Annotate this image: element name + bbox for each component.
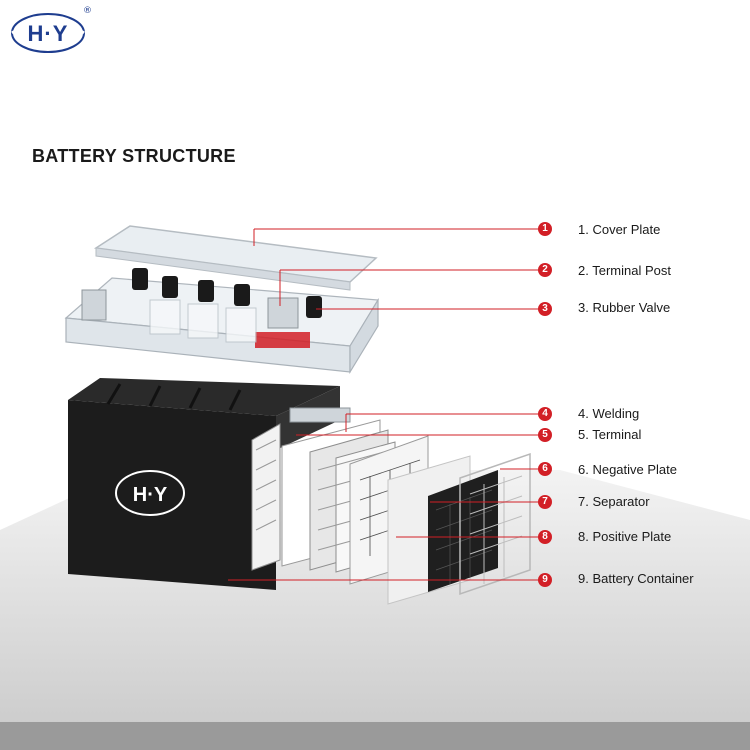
- battery-lid: [64, 268, 380, 375]
- callout-1: 1: [538, 222, 552, 236]
- callout-8: 8: [538, 530, 552, 544]
- positive-plate-frame: [459, 452, 531, 596]
- svg-text:H·Y: H·Y: [28, 21, 69, 46]
- cover-plate: [93, 225, 378, 291]
- callout-9: 9: [538, 573, 552, 587]
- legend-welding: 4. Welding: [578, 406, 640, 421]
- legend-rubber-valve: 3. Rubber Valve: [578, 300, 671, 315]
- battery-container: H·Y: [68, 378, 340, 590]
- brand-logo: H·Y: [11, 13, 85, 53]
- callout-7: 7: [538, 495, 552, 509]
- callout-6: 6: [538, 462, 552, 476]
- legend-cover-plate: 1. Cover Plate: [578, 222, 661, 237]
- callout-5: 5: [538, 428, 552, 442]
- legend-negative-plate: 6. Negative Plate: [578, 462, 678, 477]
- registered-mark: ®: [83, 6, 92, 16]
- callout-3: 3: [538, 302, 552, 316]
- legend-terminal-post: 2. Terminal Post: [578, 263, 671, 278]
- legend-battery-container: 9. Battery Container: [578, 571, 694, 586]
- negative-plate-dark: [428, 470, 498, 592]
- leader-lines: [228, 228, 540, 581]
- page-title: BATTERY STRUCTURE: [32, 146, 236, 166]
- container-logo-text: H·Y: [133, 484, 168, 506]
- legend-positive-plate: 8. Positive Plate: [578, 529, 672, 544]
- callout-4: 4: [538, 407, 552, 421]
- callout-2: 2: [538, 263, 552, 277]
- legend-terminal: 5. Terminal: [578, 427, 642, 442]
- legend-separator: 7. Separator: [578, 494, 650, 509]
